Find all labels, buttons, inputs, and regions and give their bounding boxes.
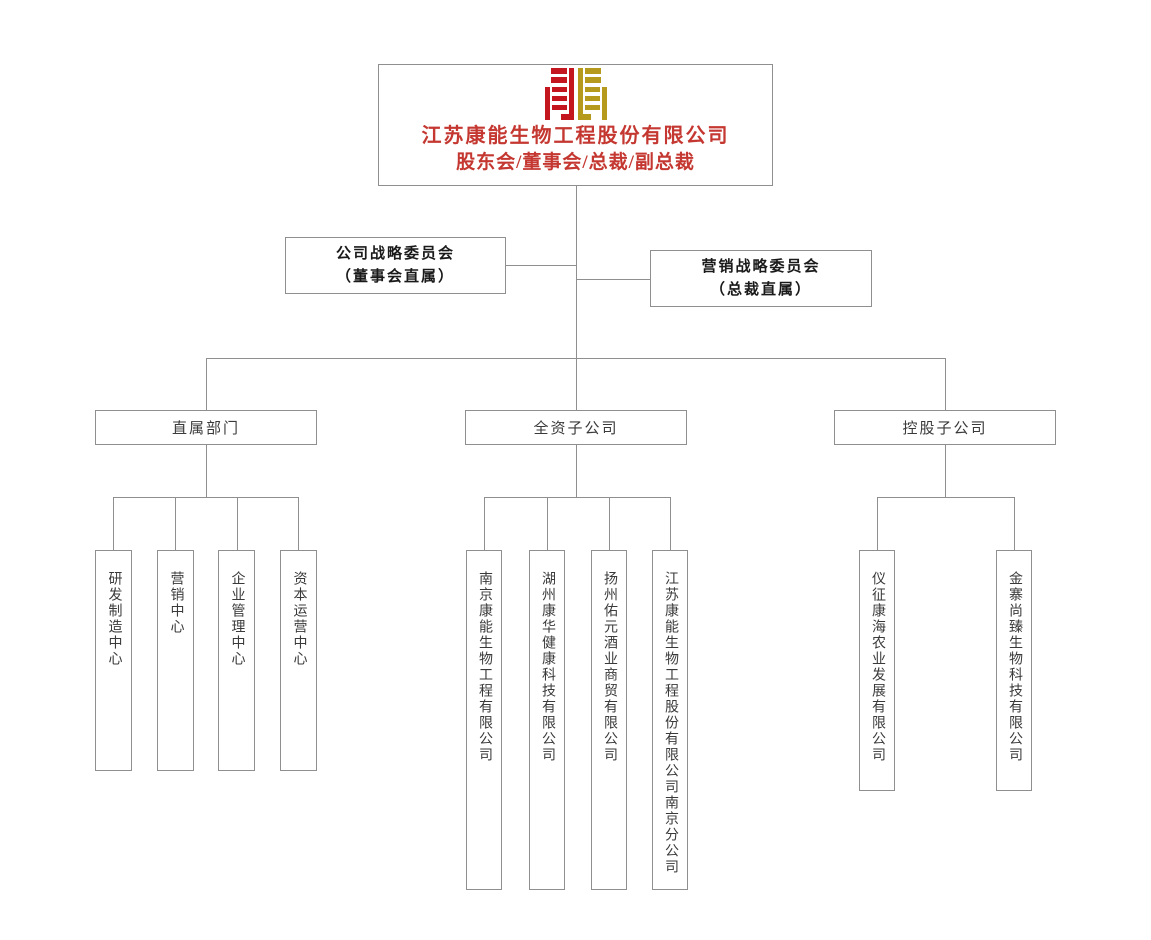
- committee-name: 营销战略委员会: [701, 258, 821, 275]
- org-node-leaf-enterprise-management-center: 企业管理中心: [218, 550, 255, 771]
- leaf-label: 仪征康海农业发展有限公司: [870, 571, 885, 763]
- leaf-label: 江苏康能生物工程股份有限公司南京分公司: [663, 571, 678, 875]
- org-node-branch-direct-departments: 直属部门: [95, 410, 317, 445]
- leaf-label: 企业管理中心: [229, 571, 245, 667]
- connector-leaf-drop: [175, 497, 176, 550]
- company-name: 江苏康能生物工程股份有限公司: [421, 125, 730, 147]
- org-node-leaf-nanjing-kangneng: 南京康能生物工程有限公司: [466, 550, 502, 890]
- connector-branch3-drop: [945, 358, 946, 410]
- org-node-branch-wholly-owned-subsidiaries: 全资子公司: [465, 410, 687, 445]
- connector-leaf-drop: [547, 497, 548, 550]
- connector-leaf-drop: [113, 497, 114, 550]
- connector-leaf-drop: [609, 497, 610, 550]
- connector-main-horizontal: [206, 358, 945, 359]
- org-node-branch-holding-subsidiaries: 控股子公司: [834, 410, 1056, 445]
- leaf-label: 金寨尚臻生物科技有限公司: [1007, 571, 1022, 763]
- connector-leaf-drop: [237, 497, 238, 550]
- org-node-leaf-rd-manufacturing-center: 研发制造中心: [95, 550, 132, 771]
- org-node-root: 江苏康能生物工程股份有限公司 股东会/董事会/总裁/副总裁: [378, 64, 773, 186]
- company-logo-icon: [544, 68, 607, 120]
- connector-branch3-stem: [945, 445, 946, 497]
- connector-group2-distributor: [484, 497, 670, 498]
- org-node-leaf-capital-operation-center: 资本运营中心: [280, 550, 317, 771]
- connector-leaf-drop: [877, 497, 878, 550]
- connector-root-vertical: [576, 186, 577, 410]
- connector-branch1-stem: [206, 445, 207, 497]
- org-node-committee-marketing-strategy: 营销战略委员会 （总裁直属）: [650, 250, 872, 307]
- committee-subtitle: （总裁直属）: [709, 281, 812, 298]
- committee-name: 公司战略委员会: [335, 245, 455, 262]
- connector-group3-distributor: [877, 497, 1014, 498]
- leaf-label: 研发制造中心: [106, 571, 122, 667]
- org-node-leaf-nanjing-branch: 江苏康能生物工程股份有限公司南京分公司: [652, 550, 688, 890]
- leaf-label: 湖州康华健康科技有限公司: [540, 571, 555, 763]
- org-node-committee-corporate-strategy: 公司战略委员会 （董事会直属）: [285, 237, 506, 294]
- connector-leaf-drop: [670, 497, 671, 550]
- org-node-leaf-yizheng-kanghai: 仪征康海农业发展有限公司: [859, 550, 895, 791]
- leaf-label: 南京康能生物工程有限公司: [477, 571, 492, 763]
- governance-roles: 股东会/董事会/总裁/副总裁: [456, 152, 695, 173]
- connector-branch2-stem: [576, 445, 577, 497]
- org-node-leaf-jinzhai-shangzhen: 金寨尚臻生物科技有限公司: [996, 550, 1032, 791]
- connector-committee-left: [506, 265, 576, 266]
- connector-committee-right: [577, 279, 650, 280]
- connector-leaf-drop: [484, 497, 485, 550]
- connector-leaf-drop: [298, 497, 299, 550]
- org-node-leaf-yangzhou-youyuan: 扬州佑元酒业商贸有限公司: [591, 550, 627, 890]
- leaf-label: 营销中心: [168, 571, 184, 635]
- connector-leaf-drop: [1014, 497, 1015, 550]
- leaf-label: 扬州佑元酒业商贸有限公司: [602, 571, 617, 763]
- leaf-label: 资本运营中心: [291, 571, 307, 667]
- committee-subtitle: （董事会直属）: [335, 268, 455, 285]
- connector-group1-distributor: [113, 497, 298, 498]
- org-node-leaf-huzhou-kanghua: 湖州康华健康科技有限公司: [529, 550, 565, 890]
- org-node-leaf-marketing-center: 营销中心: [157, 550, 194, 771]
- connector-branch1-drop: [206, 358, 207, 410]
